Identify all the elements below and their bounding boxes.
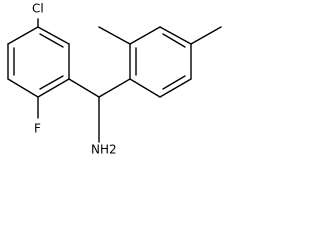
right-ring-bond	[129, 26, 161, 45]
amine-label: NH2	[91, 143, 117, 157]
para-methyl-bond	[190, 26, 222, 45]
atom-labels: Cl F NH2	[32, 2, 117, 157]
left-ring-bond	[7, 78, 39, 98]
ortho-methyl-bond	[98, 26, 131, 45]
left-ring-bond	[37, 78, 70, 98]
left-ring-bond	[37, 26, 70, 45]
chemical-structure-diagram: Cl F NH2	[7, 2, 222, 157]
methine-right-bond	[98, 78, 131, 98]
right-ring-bond	[129, 78, 161, 98]
bond-lines	[7, 18, 222, 143]
right-ring-inner-double-bond	[162, 33, 186, 48]
right-ring-inner-double-bond	[162, 75, 186, 90]
left-ring-bond	[7, 26, 39, 45]
fluorine-label: F	[34, 122, 41, 136]
methine-left-bond	[68, 78, 100, 98]
right-ring-bond	[159, 26, 192, 45]
left-ring-inner-double-bond	[39, 33, 64, 48]
left-ring-inner-double-bond	[39, 75, 64, 90]
right-ring-bond	[159, 78, 192, 98]
chlorine-label: Cl	[32, 2, 44, 16]
